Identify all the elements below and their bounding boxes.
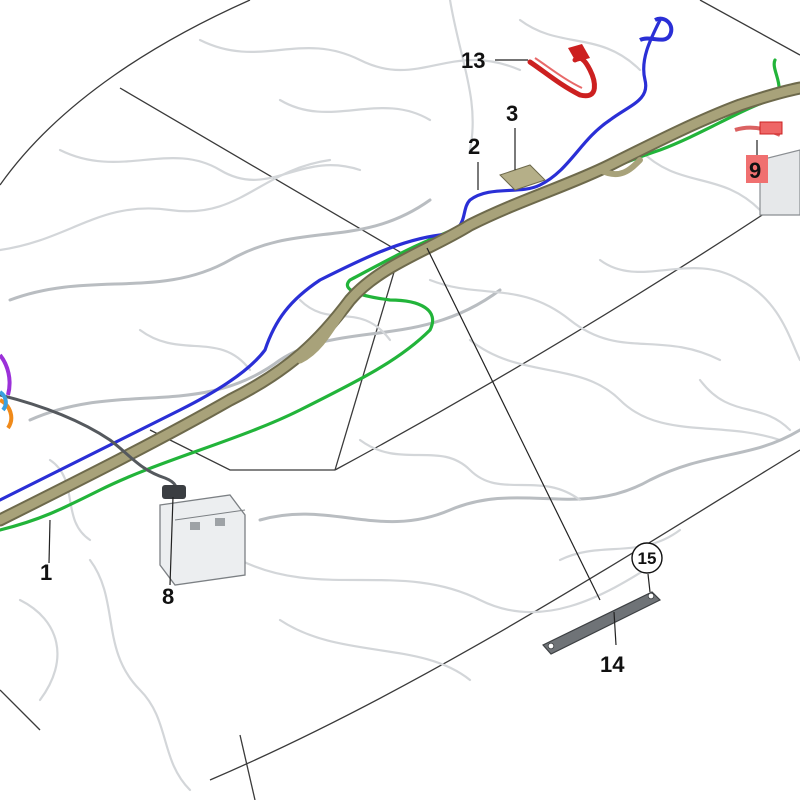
callout-1: 1 [40, 560, 52, 585]
red-cable-part-9 [734, 121, 783, 137]
callout-15-circle [631, 542, 663, 574]
battery-bottom-left [159, 494, 246, 586]
callout-9: 9 [749, 158, 761, 183]
left-edge-cables [0, 353, 14, 430]
dark-cable-part-8 [0, 393, 186, 499]
leader-lines [48, 59, 758, 646]
callout-labels: 1 2 3 8 9 13 14 15 [40, 48, 768, 677]
callout-15: 15 [638, 549, 657, 568]
callout-8: 8 [162, 584, 174, 609]
callout-13: 13 [461, 48, 485, 73]
battery-top-right [759, 149, 800, 216]
callout-14: 14 [600, 652, 625, 677]
callout-2: 2 [468, 134, 480, 159]
callout-3: 3 [506, 101, 518, 126]
red-cable-part-13 [527, 44, 597, 99]
ground-strap-part-14 [542, 591, 662, 655]
main-harness-trunk [0, 81, 800, 527]
callout-9-highlight [746, 155, 768, 183]
